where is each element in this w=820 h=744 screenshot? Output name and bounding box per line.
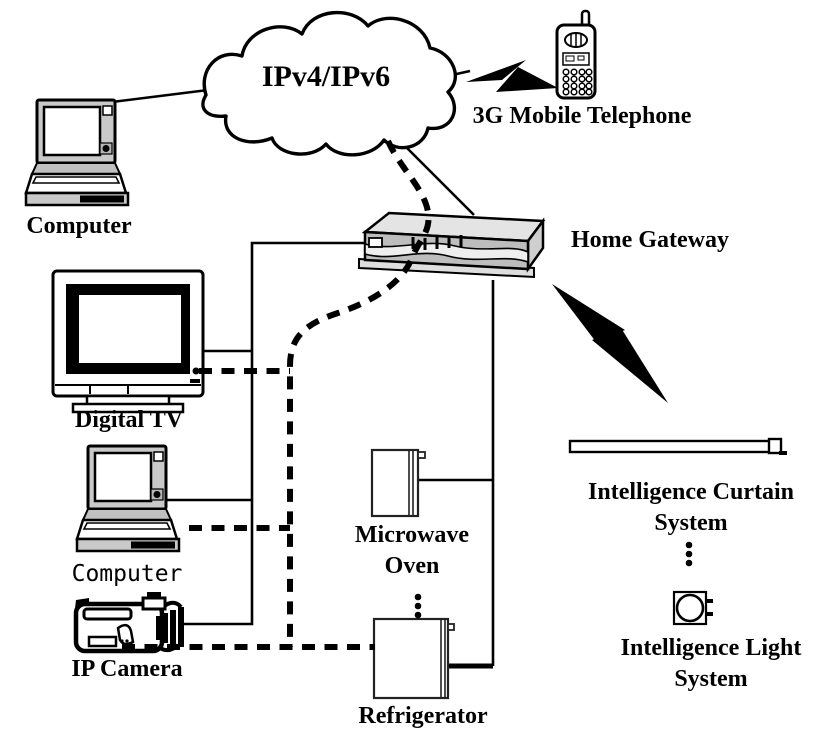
link-cloud-computer (111, 88, 209, 104)
wired-links (111, 69, 495, 669)
light-system-label-line2: System (674, 666, 748, 692)
lightning-gateway-curtain-icon (552, 284, 668, 403)
light-system-icon (672, 590, 713, 626)
computer-top-icon (24, 98, 130, 207)
powerline-links (122, 139, 432, 650)
link-dashed-main (287, 139, 432, 647)
light-system-label-line1: Intelligence Light (620, 635, 802, 661)
lightning-cloud-phone-icon (466, 60, 558, 92)
cloud-label: IPv4/IPv6 (261, 60, 391, 93)
wireless-links (466, 60, 668, 403)
mobile-phone-label: 3G Mobile Telephone (472, 103, 692, 129)
mobile-phone-icon (555, 9, 597, 100)
light-system-label: Intelligence Light System (621, 633, 802, 695)
microwave-oven-icon (370, 448, 426, 518)
home-gateway-label: Home Gateway (571, 227, 729, 253)
digital-tv-label: Digital TV (74, 407, 184, 433)
computer-top-label: Computer (26, 213, 132, 239)
internet-cloud-icon (201, 10, 458, 157)
ip-camera-icon (73, 592, 184, 654)
curtain-system-label-line1: Intelligence Curtain (588, 479, 794, 505)
home-gateway-icon (358, 211, 546, 279)
refrigerator-label: Refrigerator (358, 703, 488, 729)
refrigerator-icon (372, 617, 455, 700)
computer-middle-icon (75, 444, 181, 553)
ip-camera-label: IP Camera (71, 656, 183, 682)
more-devices-dots (414, 541, 693, 619)
microwave-oven-label: Microwave Oven (355, 520, 469, 582)
curtain-system-icon (568, 437, 787, 455)
curtain-system-label-line2: System (654, 510, 728, 536)
gateway-ports (411, 235, 463, 250)
curtain-system-label: Intelligence Curtain System (588, 477, 794, 539)
microwave-oven-label-line2: Oven (384, 553, 440, 579)
microwave-oven-label-line1: Microwave (354, 522, 470, 548)
computer-middle-label: Computer (71, 561, 183, 587)
digital-tv-icon (51, 269, 205, 414)
link-cloud-gateway-solid (396, 137, 475, 216)
link-left-bus (182, 241, 372, 626)
